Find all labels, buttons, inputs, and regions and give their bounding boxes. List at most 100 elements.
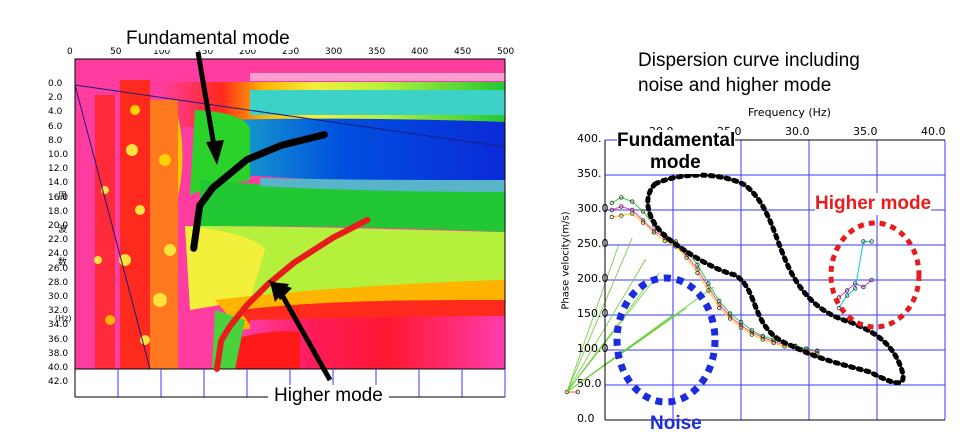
right-data-point [738,319,744,325]
fundamental-mode-curve [190,131,328,252]
right-ylabel: Phase velocity(m/s) [560,211,572,310]
right-scatter-svg [564,139,946,421]
left-x-tick-label: 0 [67,47,73,57]
left-ylabel-unit: (Hz) [55,314,72,323]
right-fundamental-annotation-1: Fundamental [617,130,736,152]
right-data-point [662,238,667,243]
left-x-tick-label: 300 [325,47,343,57]
right-series-line [838,241,872,309]
right-data-point [749,328,755,333]
right-data-point [853,281,858,286]
right-data-point [619,213,624,218]
right-data-point [760,337,765,342]
right-series-line [838,279,872,298]
left-x-tick-label: 200 [239,47,257,57]
right-data-point [853,286,858,291]
right-data-point [706,288,711,293]
left-y-tick-label: 12.0 [48,164,69,175]
left-y-tick-label: 38.0 [48,348,69,359]
right-data-point [716,298,722,304]
left-x-tick-label: 350 [368,47,386,57]
right-y-tick-label: 0.0 [577,412,595,425]
right-series [564,195,874,395]
right-data-point [609,200,614,206]
heatmap-field [75,59,505,369]
left-y-tick-label: 20.0 [48,221,69,231]
noise-connector-line [566,272,660,393]
right-data-point [771,340,776,346]
right-y-tick-label: 100.0 [577,342,609,355]
left-y-tick-label: 22.0 [48,235,69,246]
left-x-tick-label: 250 [282,47,300,57]
right-data-point [869,277,874,283]
higher-mode-curve [213,216,371,372]
right-x-tick-label: 30.0 [785,125,810,138]
left-x-tick-label: 400 [411,47,429,57]
left-ylabel-char-3: 数 [58,258,68,268]
left-heatmap-svg [74,51,506,398]
right-data-point [727,311,733,316]
right-data-point [619,204,624,209]
left-ylabel-char-2: 波 [58,225,68,235]
right-y-tick-label: 250.0 [577,237,609,250]
higher-mode-circle [828,220,922,330]
noise-connector-line [566,237,633,393]
right-data-point [609,207,614,213]
left-y-tick-label: 36.0 [48,334,69,345]
left-y-tick-label: 0.0 [48,79,63,89]
right-data-point [706,281,711,286]
right-fundamental-annotation-2: mode [650,152,701,174]
right-data-point [684,255,689,260]
right-xlabel: Frequency (Hz) [748,106,831,119]
left-y-tick-label: 34.0 [48,320,69,331]
left-x-tick-label: 500 [497,47,515,57]
right-noise-annotation: Noise [650,413,702,434]
noise-connector-line [566,244,619,393]
right-data-point [716,305,722,311]
noise-connector-line [566,286,647,393]
noise-connector-line [566,258,647,393]
right-y-tick-label: 400. [577,132,602,145]
right-data-point [695,262,700,267]
left-x-tick-label: 100 [153,47,171,57]
right-data-point [640,220,646,225]
noise-circle [613,274,719,406]
right-data-point [836,295,842,300]
higher-mode-annotation: Higher mode [268,385,389,407]
left-y-tick-label: 26.0 [48,263,69,274]
right-data-point [749,332,755,337]
right-higher-mode-annotation: Higher mode [815,193,932,215]
left-y-tick-label: 28.0 [48,277,69,288]
right-data-point [629,199,635,204]
left-y-tick-label: 10.0 [48,150,69,160]
fundamental-arrow [195,51,224,165]
right-data-point [844,293,850,298]
right-data-point [836,305,842,311]
right-data-point [727,316,733,321]
right-data-point [861,284,866,290]
right-data-point [564,389,570,395]
left-y-tick-label: 40.0 [48,363,69,373]
right-data-point [629,211,635,216]
left-y-tick-label: 30.0 [48,292,69,302]
left-y-tick-label: 2.0 [48,93,63,104]
right-y-tick-label: 50.0 [577,377,602,390]
left-y-tick-label: 42.0 [48,377,69,388]
left-y-tick-label: 14.0 [48,178,69,189]
fundamental-dotted-outline [645,172,906,386]
left-y-tick-label: 6.0 [48,121,63,132]
left-x-tick-label: 450 [454,47,472,57]
left-x-tick-label: 150 [196,47,214,57]
right-data-point [815,348,820,353]
left-ylabel: 周 波 数 [58,193,70,268]
right-annotations-shapes [613,172,922,406]
right-y-tick-label: 150.0 [577,307,609,320]
right-data-point [619,195,624,200]
left-y-tick-label: 24.0 [48,249,69,260]
right-data-point [844,288,850,293]
right-title-line2: noise and higher mode [638,75,832,96]
right-data-point [609,214,614,220]
right-x-tick-label: 35.0 [853,125,878,138]
right-y-tick-label: 200.0 [577,272,609,285]
right-data-point [640,209,646,214]
